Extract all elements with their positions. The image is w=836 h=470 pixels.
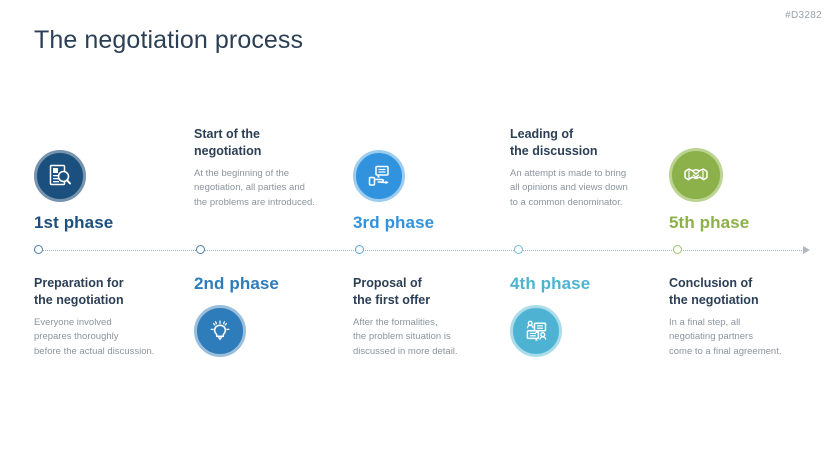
- phase-1-body-line3: before the actual discussion.: [34, 346, 155, 358]
- phase-3-heading: Proposal of the first offer: [353, 275, 523, 309]
- phase-5-body-line1: In a final step, all: [669, 316, 741, 328]
- phase-1-heading-line1: Preparation for: [34, 276, 124, 290]
- phase-1-heading: Preparation for the negotiation: [34, 275, 204, 309]
- phase-5-body: In a final step, all negotiating partner…: [669, 316, 836, 360]
- phase-5-heading-line2: the negotiation: [669, 292, 759, 307]
- page-title: The negotiation process: [34, 26, 304, 54]
- phase-2-text: Start of the negotiation At the beginnin…: [194, 126, 364, 211]
- phase-2: 2nd phase: [194, 274, 364, 357]
- phase-4-body-line1: An attempt is made to bring: [510, 167, 627, 179]
- phase-2-body-line3: the problems are introduced.: [194, 197, 315, 209]
- slide-code: #D3282: [785, 10, 822, 21]
- phase-4-heading-line1: Leading of: [510, 127, 574, 141]
- phase-1-body-line2: prepares thoroughly: [34, 331, 119, 343]
- phase-3: 3rd phase: [353, 150, 523, 233]
- phase-2-label: 2nd phase: [194, 274, 279, 293]
- phase-4-label: 4th phase: [510, 274, 591, 293]
- phase-1-text: Preparation for the negotiation Everyone…: [34, 275, 204, 360]
- phase-4-body-line2: all opinions and views down: [510, 182, 628, 194]
- phase-3-heading-line1: Proposal of: [353, 276, 422, 290]
- phase-3-body-line2: the problem situation is: [353, 331, 451, 343]
- phase-5-text: Conclusion of the negotiation In a final…: [669, 275, 836, 360]
- phase-4-body-line3: to a common denominator.: [510, 197, 623, 209]
- phase-3-body: After the formalities, the problem situa…: [353, 316, 523, 360]
- phase-2-heading-line2: negotiation: [194, 143, 262, 158]
- phase-2-body: At the beginning of the negotiation, all…: [194, 167, 364, 211]
- phase-5-heading: Conclusion of the negotiation: [669, 275, 836, 309]
- phase-4-heading: Leading of the discussion: [510, 126, 680, 160]
- phase-3-text: Proposal of the first offer After the fo…: [353, 275, 523, 360]
- document-search-icon: [34, 150, 86, 202]
- phase-1-body-line1: Everyone involved: [34, 316, 112, 328]
- timeline-node-2[interactable]: [196, 245, 205, 254]
- phase-2-body-line2: negotiation, all parties and: [194, 182, 305, 194]
- phase-5-body-line2: negotiating partners: [669, 331, 753, 343]
- phase-1-heading-line2: the negotiation: [34, 292, 124, 307]
- phase-2-body-line1: At the beginning of the: [194, 167, 290, 179]
- phase-4: 4th phase: [510, 274, 680, 357]
- phase-3-body-line1: After the formalities,: [353, 316, 438, 328]
- handshake-icon: [669, 148, 723, 202]
- phase-1-body: Everyone involved prepares thoroughly be…: [34, 316, 204, 360]
- phase-4-body: An attempt is made to bring all opinions…: [510, 167, 680, 211]
- phase-2-heading: Start of the negotiation: [194, 126, 364, 160]
- timeline-node-5[interactable]: [673, 245, 682, 254]
- phase-3-heading-line2: the first offer: [353, 292, 431, 307]
- timeline-node-3[interactable]: [355, 245, 364, 254]
- phase-3-body-line3: discussed in more detail.: [353, 346, 458, 358]
- phase-1-label: 1st phase: [34, 213, 114, 232]
- phase-2-heading-line1: Start of the: [194, 127, 260, 141]
- phase-1: 1st phase: [34, 150, 204, 233]
- phase-5-label: 5th phase: [669, 213, 750, 232]
- phase-3-label: 3rd phase: [353, 213, 435, 232]
- discussion-people-icon: [510, 305, 562, 357]
- phase-4-text: Leading of the discussion An attempt is …: [510, 126, 680, 211]
- phase-5-heading-line1: Conclusion of: [669, 276, 753, 290]
- timeline-node-4[interactable]: [514, 245, 523, 254]
- arrow-right-icon: [803, 246, 810, 254]
- lightbulb-icon: [194, 305, 246, 357]
- phase-5: 5th phase: [669, 148, 836, 233]
- phase-4-heading-line2: the discussion: [510, 143, 598, 158]
- timeline-axis: [34, 245, 810, 254]
- timeline-node-1[interactable]: [34, 245, 43, 254]
- speech-offer-icon: [353, 150, 405, 202]
- phase-5-body-line3: come to a final agreement.: [669, 346, 782, 358]
- timeline-line: [34, 250, 804, 251]
